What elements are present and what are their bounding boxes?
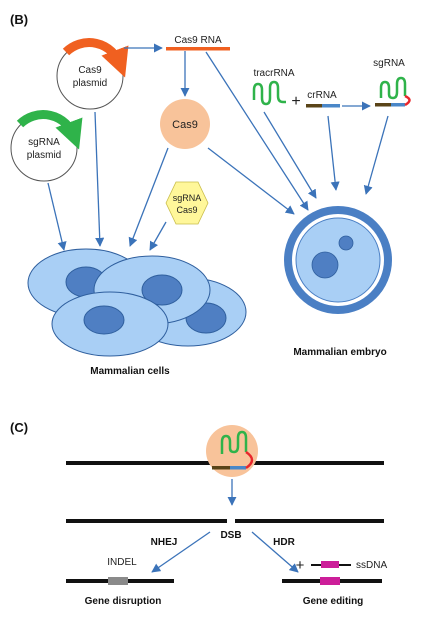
mammalian-embryo-label: Mammalian embryo	[293, 347, 386, 358]
gene-editing-label: Gene editing	[303, 596, 364, 607]
sgrna-loop	[404, 94, 411, 107]
cas9-plasmid-label-line2: plasmid	[73, 78, 107, 89]
sgrna-cas9-complex: sgRNA Cas9	[165, 181, 209, 225]
sgrna-plasmid-arrow-icon	[16, 110, 83, 150]
tracr-cr-plus: +	[291, 93, 300, 110]
arrow-rna-to-embryo	[205, 51, 309, 211]
edited-insert	[320, 577, 340, 585]
complex-label-line2: Cas9	[176, 205, 197, 215]
sgrna-plasmid: sgRNA plasmid	[10, 110, 83, 182]
sgrna-plasmid-label-line2: plasmid	[27, 150, 61, 161]
arrow-sgrna-to-embryo	[363, 115, 389, 195]
mammalian-cells	[27, 248, 247, 357]
crrna-label: crRNA	[307, 90, 337, 101]
cas9-rna-label: Cas9 RNA	[174, 35, 222, 46]
nhej-label: NHEJ	[151, 537, 178, 548]
arrow-hdr	[251, 531, 299, 573]
cas9-plasmid-label-line1: Cas9	[78, 65, 102, 76]
tracrrna-label: tracrRNA	[253, 68, 294, 79]
sgrna-plasmid-label-line1: sgRNA	[28, 137, 60, 148]
cas9-rna-bar	[166, 47, 230, 51]
cell-nucleus	[83, 305, 125, 335]
gene-disruption-label: Gene disruption	[85, 596, 162, 607]
tracrrna: tracrRNA	[252, 68, 295, 106]
ssdna-insert	[321, 561, 339, 568]
cell-nucleus	[141, 274, 183, 306]
arrow-cas9plasmid-to-cells	[94, 111, 105, 247]
panel-c-label: (C)	[10, 420, 28, 435]
arrow-cas9-to-embryo	[207, 147, 295, 215]
indel-block	[108, 577, 128, 585]
arrow-cas9-to-cells	[128, 147, 169, 247]
mammalian-embryo	[284, 206, 392, 314]
arrow-complex-to-cells	[149, 221, 167, 251]
crrna: crRNA	[306, 90, 340, 108]
hdr-plus: +	[296, 557, 305, 574]
arrow-nhej	[151, 531, 211, 573]
sgrna-hairpin	[379, 76, 407, 100]
cas9-sgrna-complex-on-dna	[206, 425, 258, 477]
arrow-tracrrna-to-embryo	[263, 111, 317, 199]
panel-b-arrows	[47, 43, 389, 251]
cas9-protein-label: Cas9	[172, 119, 198, 131]
broken-dna-left	[66, 519, 227, 523]
arrow-sgrnaplasmid-to-cells	[47, 182, 67, 251]
sgrna: sgRNA	[373, 58, 411, 107]
complex-sgrna-loop	[245, 450, 254, 470]
dsb-label: DSB	[220, 530, 241, 541]
cas9-protein: Cas9	[160, 99, 210, 149]
indel-label: INDEL	[107, 557, 137, 568]
embryo-pronucleus	[311, 251, 339, 279]
cas9-plasmid: Cas9 plasmid	[56, 38, 129, 110]
complex-sgrna-hairpin	[220, 430, 248, 454]
cas9-plasmid-arrow-icon	[62, 38, 129, 78]
sgrna-label: sgRNA	[373, 58, 405, 69]
arrow-crrna-to-embryo	[327, 115, 340, 191]
broken-dna-right	[235, 519, 384, 523]
tracrrna-hairpin	[252, 80, 286, 106]
cas9-rna: Cas9 RNA	[166, 35, 230, 51]
ssdna-label: ssDNA	[356, 560, 387, 571]
embryo-pronucleus	[338, 235, 354, 251]
hdr-label: HDR	[273, 537, 295, 548]
mammalian-cells-label: Mammalian cells	[90, 366, 170, 377]
panel-b-label: (B)	[10, 12, 28, 27]
complex-label-line1: sgRNA	[173, 193, 202, 203]
